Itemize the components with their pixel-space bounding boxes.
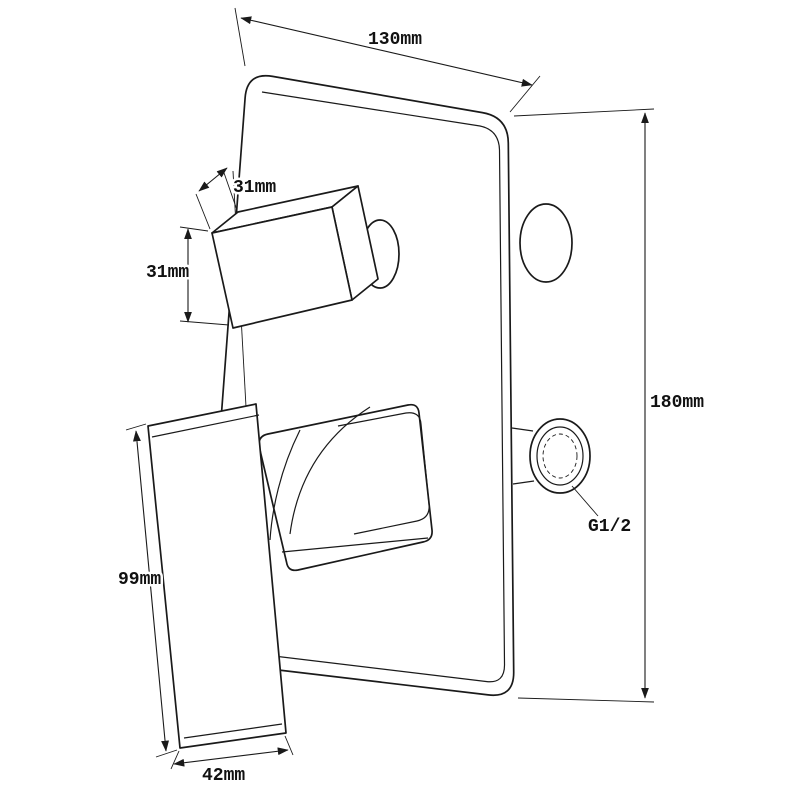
paddle-outline [147,403,287,749]
paddle-bottom-bevel [183,723,283,739]
dim-line-130mm [240,16,533,87]
diverter-knob [211,185,400,329]
dim-handle-length: 99mm [116,423,178,758]
dim-ext-line [155,749,178,758]
lever-paddle [147,403,287,749]
dim-label-handle-length: 99mm [118,570,161,590]
dim-ext-line [517,697,655,703]
dim-ext-line [195,193,211,230]
base-flange-line [281,537,429,553]
cartridge-inner-line [337,412,430,535]
dim-line-knob-depth [198,167,228,192]
upper-port-circle [519,203,573,283]
paddle-top-bevel [151,414,260,438]
faceplate-thickness-line [231,91,506,683]
dim-line-99mm [133,430,169,752]
dim-ext-line [513,108,655,117]
dim-knob-height: 31mm [144,226,230,326]
dim-label-plate-width: 130mm [368,30,422,50]
thread-callout: G1/2 [571,485,634,540]
inlet-thread-ring [542,433,578,479]
inlet-outer-ring [529,418,591,494]
dim-plate-width: 130mm [234,7,541,113]
dim-ext-line [179,320,230,326]
dim-label-knob-depth: 31mm [233,178,276,198]
lever-curve-outer [289,406,371,535]
dim-label-knob-height: 31mm [146,263,189,283]
dim-plate-height: 180mm [513,108,707,703]
dim-ext-line [125,423,147,431]
upper-side-port [519,203,573,283]
inlet-neck-top [511,427,534,432]
threaded-inlet [511,418,591,494]
inlet-neck-bottom [512,480,535,485]
dim-ext-line [234,7,246,67]
dim-label-plate-height: 180mm [650,393,704,413]
knob-front-face [211,206,353,329]
dim-line-42mm [173,747,289,767]
dim-label-thread-size: G1/2 [588,517,631,537]
lever-curve-inner [269,429,301,541]
thread-leader-line [571,485,599,517]
handle-base [258,403,433,572]
dim-ext-line [170,750,180,770]
dim-ext-line [509,75,541,113]
inlet-mid-ring [536,426,584,486]
dim-ext-line [284,735,294,756]
dim-knob-depth: 31mm [195,167,279,230]
dim-label-handle-width: 42mm [202,766,245,786]
dim-ext-line [179,226,209,232]
dim-handle-width: 42mm [170,735,294,789]
